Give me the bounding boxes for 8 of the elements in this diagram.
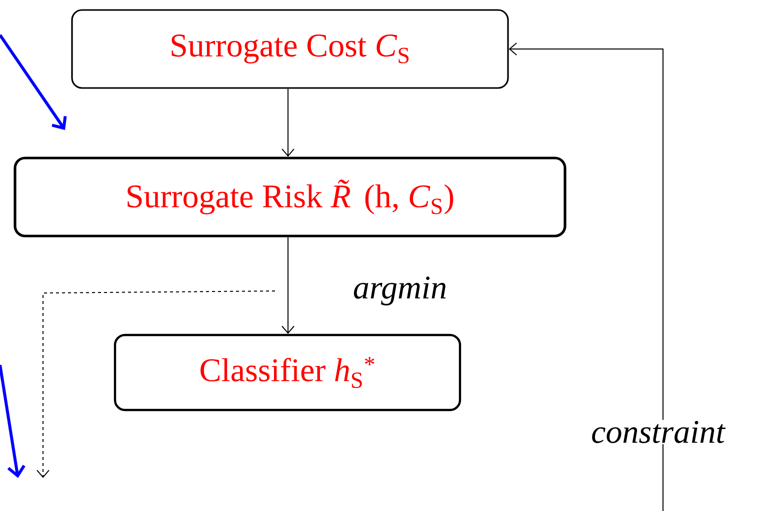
process-box: Surrogate Cost C$_{S}$ [71,9,509,89]
arrow [508,42,664,511]
process-box: Classifier h$_{S}$* [114,334,462,412]
edge-label: argmin [352,276,448,306]
edge-label: constraint [590,420,726,444]
arrow [282,236,294,334]
arrow [282,88,294,157]
process-box: Surrogate Risk R̃(h, C$_{S}$) [14,156,566,238]
